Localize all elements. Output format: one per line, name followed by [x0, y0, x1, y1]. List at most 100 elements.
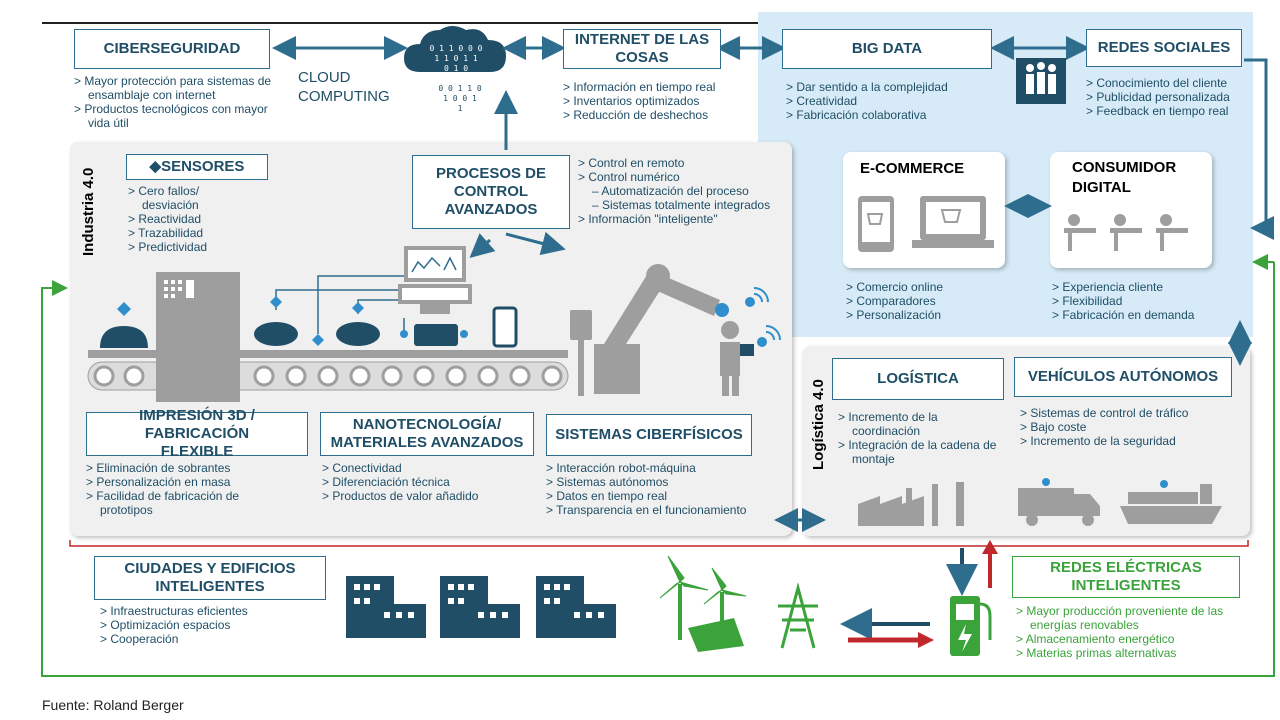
iot-title-line1: INTERNET DE LAS	[574, 31, 710, 48]
list-item: Reducción de deshechos	[563, 108, 753, 122]
list-item: Reactividad	[128, 212, 238, 226]
desk-workers-icon	[1064, 214, 1188, 251]
cloud-label: CLOUD COMPUTING	[298, 68, 390, 106]
nano-title: NANOTECNOLOGÍA/ MATERIALES AVANZADOS	[320, 412, 534, 456]
list-item: Fabricación en demanda	[1052, 308, 1242, 322]
cloud-binary: 0 1 1 0 0 0 1 1 0 1 1 0 1 0	[416, 44, 496, 74]
computer-icon	[398, 246, 472, 314]
cloud-label-line1: CLOUD	[298, 69, 351, 86]
impresion-list: Eliminación de sobrantes Personalización…	[86, 461, 286, 517]
ciudades-list: Infraestructuras eficientes Optimización…	[100, 604, 300, 646]
list-item: Datos en tiempo real	[546, 489, 776, 503]
binary-line: 0 1 0	[443, 64, 469, 73]
list-item: Sistemas de control de tráfico	[1020, 406, 1240, 420]
list-item: Incremento de la seguridad	[1020, 434, 1240, 448]
list-item: Eliminación de sobrantes	[86, 461, 286, 475]
list-item: Conocimiento del cliente	[1086, 76, 1256, 90]
electricas-list: Mayor producción proveniente de las ener…	[1016, 604, 1246, 660]
worker-icon	[720, 321, 754, 396]
phone-icon	[492, 306, 518, 348]
list-item: Integración de la cadena de montaje	[838, 438, 998, 466]
redes-title: REDES SOCIALES	[1086, 29, 1242, 67]
sensores-title: ◆SENSORES	[126, 154, 268, 180]
wifi-icons	[753, 287, 781, 341]
list-item: Mayor producción proveniente de las ener…	[1016, 604, 1246, 632]
wind-turbine-icon	[659, 555, 747, 652]
procesos-title: PROCESOS DE CONTROL AVANZADOS	[412, 155, 570, 229]
consumidor-title-line2: DIGITAL	[1072, 179, 1131, 196]
binary-line: 0 0 1 1 0	[438, 84, 482, 93]
cloud-icon	[404, 26, 506, 72]
list-subitem: Sistemas totalmente integrados	[578, 198, 788, 212]
impresion-title: IMPRESIÓN 3D / FABRICACIÓN FLEXIBLE	[86, 407, 308, 460]
tablet-icon	[858, 196, 894, 252]
people-icon	[1016, 58, 1066, 104]
product-box	[414, 324, 458, 346]
electricas-title: REDES ELÉCTRICAS INTELIGENTES	[1012, 556, 1240, 598]
buildings-icons	[346, 576, 616, 638]
list-item: Trazabilidad	[128, 226, 238, 240]
consumidor-card	[1050, 152, 1212, 268]
truck-icon	[1018, 478, 1100, 526]
ecommerce-list: Comercio online Comparadores Personaliza…	[846, 280, 996, 322]
list-item: Cero fallos/ desviación	[128, 184, 238, 212]
bigdata-list: Dar sentido a la complejidad Creatividad…	[786, 80, 986, 122]
list-item: Fabricación colaborativa	[786, 108, 986, 122]
binary-line: 1 0 0 1	[443, 94, 477, 103]
list-item: Personalización en masa	[86, 475, 286, 489]
list-item: Inventarios optimizados	[563, 94, 753, 108]
list-item: Información en tiempo real	[563, 80, 753, 94]
vehiculos-title: VEHÍCULOS AUTÓNOMOS	[1014, 357, 1232, 397]
list-subitem: Automatización del proceso	[578, 184, 788, 198]
list-item: Experiencia cliente	[1052, 280, 1242, 294]
list-item: Mayor protección para sistemas de ensamb…	[74, 74, 274, 102]
logistica-title: LOGÍSTICA	[832, 358, 1004, 400]
list-item: Predictividad	[128, 240, 238, 254]
binary-line: 0 1 1 0 0 0	[429, 44, 483, 53]
machine-icon	[156, 272, 240, 402]
sensor-diamond	[117, 302, 131, 316]
list-item: Comercio online	[846, 280, 996, 294]
list-item: Flexibilidad	[1052, 294, 1242, 308]
laptop-icon	[912, 196, 994, 248]
charging-station-icon	[950, 596, 992, 656]
ecommerce-title: E-COMMERCE	[860, 160, 965, 177]
product-dome	[100, 326, 148, 348]
list-item: Productos de valor añadido	[322, 489, 532, 503]
list-item: Sistemas autónomos	[546, 475, 776, 489]
list-item: Interacción robot-máquina	[546, 461, 776, 475]
list-item: Publicidad personalizada	[1086, 90, 1256, 104]
consumidor-list: Experiencia cliente Flexibilidad Fabrica…	[1052, 280, 1242, 322]
sensores-list: Cero fallos/ desviación Reactividad Traz…	[128, 184, 238, 254]
list-item: Comparadores	[846, 294, 996, 308]
power-tower-icon	[778, 582, 818, 649]
list-item: Infraestructuras eficientes	[100, 604, 300, 618]
factory-icon	[858, 482, 964, 526]
list-item: Control numérico	[578, 170, 788, 184]
nano-list: Conectividad Diferenciación técnica Prod…	[322, 461, 532, 503]
list-item: Diferenciación técnica	[322, 475, 532, 489]
sensor-lines	[275, 275, 405, 334]
list-item: Bajo coste	[1020, 420, 1240, 434]
consumidor-title: CONSUMIDOR DIGITAL	[1072, 158, 1176, 198]
arrow-procesos-right	[505, 231, 566, 256]
ship-icon	[1120, 480, 1222, 524]
iot-title-line2: COSAS	[615, 49, 669, 66]
procesos-list: Control en remoto Control numérico Autom…	[578, 156, 788, 226]
binary-line: 1	[457, 104, 463, 113]
list-item: Incremento de la coordinación	[838, 410, 998, 438]
ciberfisicos-title: SISTEMAS CIBERFÍSICOS	[546, 414, 752, 456]
redes-list: Conocimiento del cliente Publicidad pers…	[1086, 76, 1256, 118]
product-oval-2	[336, 322, 380, 346]
list-item: Feedback en tiempo real	[1086, 104, 1256, 118]
product-oval-1	[254, 322, 298, 346]
ciudades-title: CIUDADES Y EDIFICIOS INTELIGENTES	[94, 556, 326, 600]
list-item: Conectividad	[322, 461, 532, 475]
arrow-procesos-down	[469, 233, 496, 258]
list-item: Transparencia en el funcionamiento	[546, 503, 776, 517]
bigdata-title: BIG DATA	[782, 29, 992, 69]
red-divider	[69, 540, 1249, 547]
binary-line: 1 1 0 1 1	[434, 54, 478, 63]
ciberseguridad-list: Mayor protección para sistemas de ensamb…	[74, 74, 274, 130]
